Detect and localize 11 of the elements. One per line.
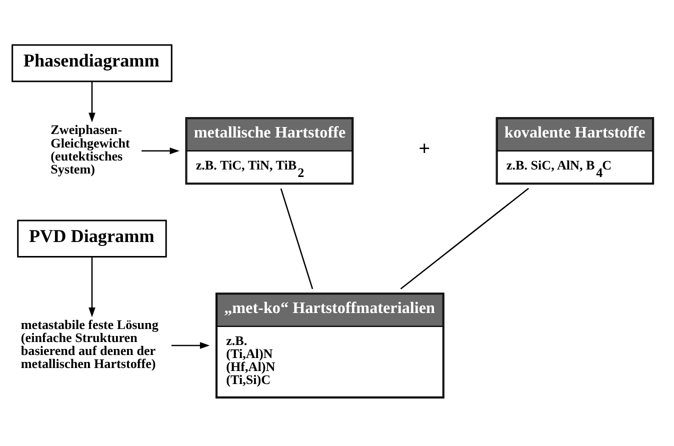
arrow <box>142 147 180 154</box>
node-text: Zweiphasen-Gleichgewicht (eutektisches System) <box>50 122 130 176</box>
arrow <box>88 256 96 317</box>
label: + <box>418 137 430 160</box>
node-box: Phasendiagramm <box>12 44 172 82</box>
arrow <box>88 81 96 122</box>
connector <box>400 187 529 289</box>
node-box: PVD Diagramm <box>17 219 167 258</box>
node-text: metastabile feste Lösung (einfache Strukturen basierend auf denen der metallischen Hartstoffe) <box>20 316 158 371</box>
connector <box>280 188 314 289</box>
arrow <box>171 342 210 348</box>
